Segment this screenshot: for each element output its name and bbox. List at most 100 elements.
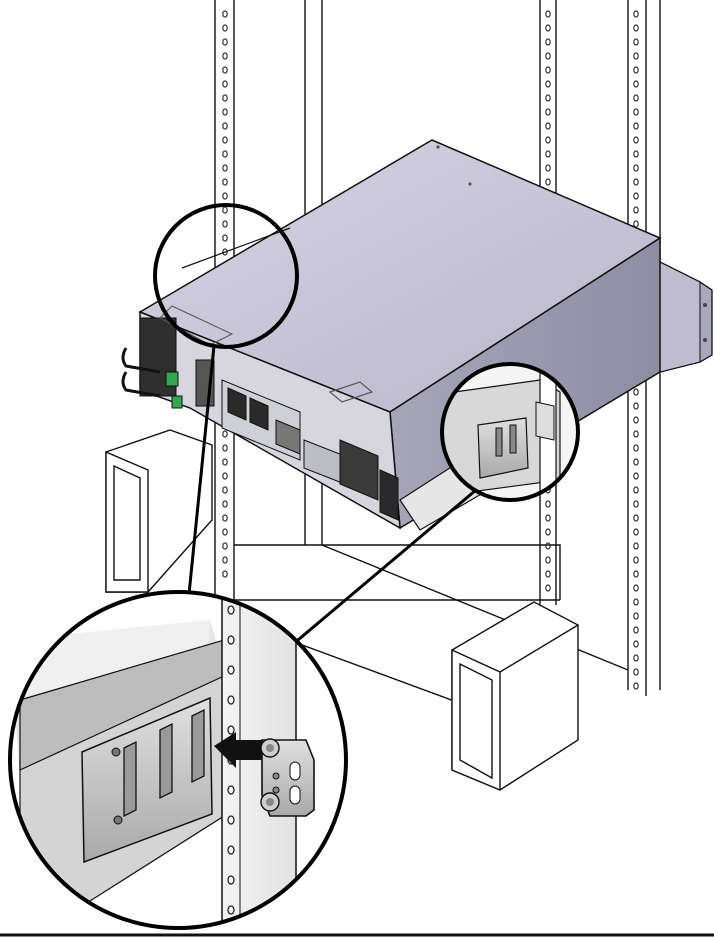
rack-hole [222,458,228,466]
rack-hole [222,192,228,200]
rack-hole [633,66,639,74]
rack-hole [222,528,228,536]
rack-hole [222,444,228,452]
rack-hole [545,150,551,158]
rack-hole [633,206,639,214]
rack-hole [633,416,639,424]
rack-hole [222,52,228,60]
rack-hole [222,108,228,116]
rack-hole [633,164,639,172]
rack-hole [222,486,228,494]
rack-hole [633,38,639,46]
rack-hole [633,682,639,690]
rack-hole [633,514,639,522]
rack-hole [633,612,639,620]
rack-hole [633,640,639,648]
rack-hole [222,10,228,18]
rack-hole [633,10,639,18]
rack-hole [633,626,639,634]
rack-base-front [234,544,561,601]
rack-hole [633,542,639,550]
rack-hole [545,556,551,564]
detail-zoom-view [8,590,348,930]
rack-hole [545,122,551,130]
floor-stand-right [451,601,579,792]
rack-hole [222,556,228,564]
detail-rack-hole [227,635,235,645]
rack-hole [633,220,639,228]
rack-hole [633,458,639,466]
rack-hole [633,178,639,186]
rack-hole [633,388,639,396]
rack-hole [222,514,228,522]
rack-hole [633,402,639,410]
detail-rack-hole [227,905,235,915]
rack-hole [545,178,551,186]
detail-rack-hole [227,815,235,825]
rack-hole [633,52,639,60]
rear-ports [121,317,399,521]
mounting-bracket-icon [260,738,315,817]
rack-hole [222,136,228,144]
rack-hole [222,570,228,578]
rack-hole [633,556,639,564]
callout-circle-right [440,362,580,502]
rear-rail [659,260,713,373]
floor-stand-left [105,429,213,593]
rack-hole [222,164,228,172]
rack-hole [633,94,639,102]
rack-hole [222,178,228,186]
rack-hole [545,10,551,18]
rack-hole [545,164,551,172]
rack-hole [222,80,228,88]
rack-hole [222,542,228,550]
detail-rack-hole [227,845,235,855]
rack-hole [222,206,228,214]
rack-hole [222,38,228,46]
rack-hole [222,94,228,102]
rack-hole [633,136,639,144]
detail-rack-hole [227,875,235,885]
push-arrow-icon [214,732,262,768]
rack-hole [633,430,639,438]
rack-hole [545,80,551,88]
rack-hole [545,108,551,116]
rack-hole [633,24,639,32]
detail-rack-hole [227,725,235,735]
rack-hole [633,570,639,578]
rack-hole [222,220,228,228]
rack-hole [222,150,228,158]
rack-hole [545,24,551,32]
detail-rack-hole [227,695,235,705]
rack-hole [545,66,551,74]
rack-hole [222,66,228,74]
detail-rack-hole [227,605,235,615]
detail-rack-hole [227,665,235,675]
rack-hole [222,430,228,438]
detail-rack-hole [227,785,235,795]
rack-hole [633,654,639,662]
rack-hole [633,598,639,606]
rack-hole [222,472,228,480]
rack-hole [633,150,639,158]
callout-circle-top [153,203,299,349]
rack-hole [222,500,228,508]
rack-hole [633,122,639,130]
top-label [328,381,374,403]
rack-hole [633,584,639,592]
rack-hole [633,486,639,494]
rack-hole [222,24,228,32]
rack-hole [222,234,228,242]
rack-hole [633,528,639,536]
rack-hole [545,542,551,550]
rack-hole [545,528,551,536]
rack-hole [633,108,639,116]
rack-hole [545,500,551,508]
rack-hole [545,136,551,144]
rack-hole [545,584,551,592]
rack-hole [545,570,551,578]
rack-hole [633,472,639,480]
rack-hole [545,38,551,46]
